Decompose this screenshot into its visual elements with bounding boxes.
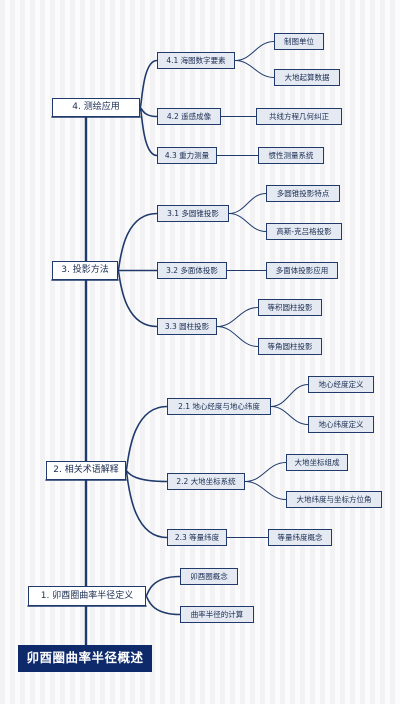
subtopic-node[interactable]: 3.2 多面体投影: [157, 262, 227, 279]
leaf-node[interactable]: 共线方程几何纠正: [256, 108, 342, 125]
subtopic-node[interactable]: 2.3 等量纬度: [167, 529, 227, 546]
leaf-node[interactable]: 等角圆柱投影: [258, 338, 322, 355]
leaf-node[interactable]: 大地纬度与坐标方位角: [286, 491, 382, 508]
connector-line: [244, 462, 287, 482]
connector-line: [270, 406, 309, 425]
connector-line: [228, 193, 267, 214]
branch-topic-4[interactable]: 1. 卯酉圈曲率半径定义: [28, 586, 146, 606]
leaf-node[interactable]: 大地坐标组成: [286, 454, 348, 471]
leaf-node[interactable]: 等积圆柱投影: [258, 299, 322, 316]
leaf-node[interactable]: 制图单位: [274, 33, 324, 50]
root-topic[interactable]: 卯酉圈曲率半径概述: [18, 645, 152, 672]
leaf-node[interactable]: 多圆锥投影特点: [266, 185, 340, 202]
subtopic-node[interactable]: 2.1 地心经度与地心纬度: [167, 398, 271, 415]
connector-line: [234, 41, 275, 61]
connector-line: [216, 307, 259, 327]
leaf-node[interactable]: 惯性测量系统: [258, 147, 324, 164]
connector-line: [117, 212, 158, 272]
subtopic-node[interactable]: 4.1 海图数字要素: [157, 52, 235, 69]
connector-line: [125, 405, 168, 472]
branch-topic-2[interactable]: 3. 投影方法: [52, 261, 118, 280]
connector-line: [125, 469, 168, 539]
subtopic-node[interactable]: 3.3 圆柱投影: [157, 318, 217, 335]
connector-line: [145, 595, 181, 616]
connector-line: [216, 326, 259, 347]
leaf-node[interactable]: 地心经度定义: [308, 376, 374, 393]
leaf-node[interactable]: 高斯-克吕格投影: [266, 223, 342, 240]
connector-line: [270, 384, 309, 407]
subtopic-node[interactable]: 3.1 多圆锥投影: [157, 205, 229, 222]
branch-topic-3[interactable]: 2. 相关术语解释: [46, 461, 126, 480]
connector-line: [125, 469, 168, 483]
branch-topic-1[interactable]: 4. 测绘应用: [52, 98, 140, 117]
leaf-node[interactable]: 多面体投影应用: [266, 262, 338, 279]
connector-line: [234, 60, 275, 78]
connector-line: [145, 575, 181, 597]
leaf-node[interactable]: 地心纬度定义: [308, 416, 374, 433]
subtopic-node[interactable]: 卯酉圈概念: [180, 568, 238, 585]
connector-line: [139, 106, 158, 118]
leaf-node[interactable]: 等量纬度概念: [268, 529, 332, 546]
connector-line: [228, 213, 267, 232]
leaf-node[interactable]: 大地起算数据: [274, 69, 340, 86]
subtopic-node[interactable]: 4.2 遥感成像: [157, 108, 221, 125]
subtopic-node[interactable]: 2.2 大地坐标系统: [167, 473, 245, 490]
subtopic-node[interactable]: 曲率半径的计算: [180, 606, 254, 623]
connector-line: [117, 269, 158, 328]
connector-line: [139, 106, 158, 157]
connector-line: [244, 481, 287, 500]
connector-line: [139, 59, 158, 109]
subtopic-node[interactable]: 4.3 重力测量: [157, 147, 217, 164]
